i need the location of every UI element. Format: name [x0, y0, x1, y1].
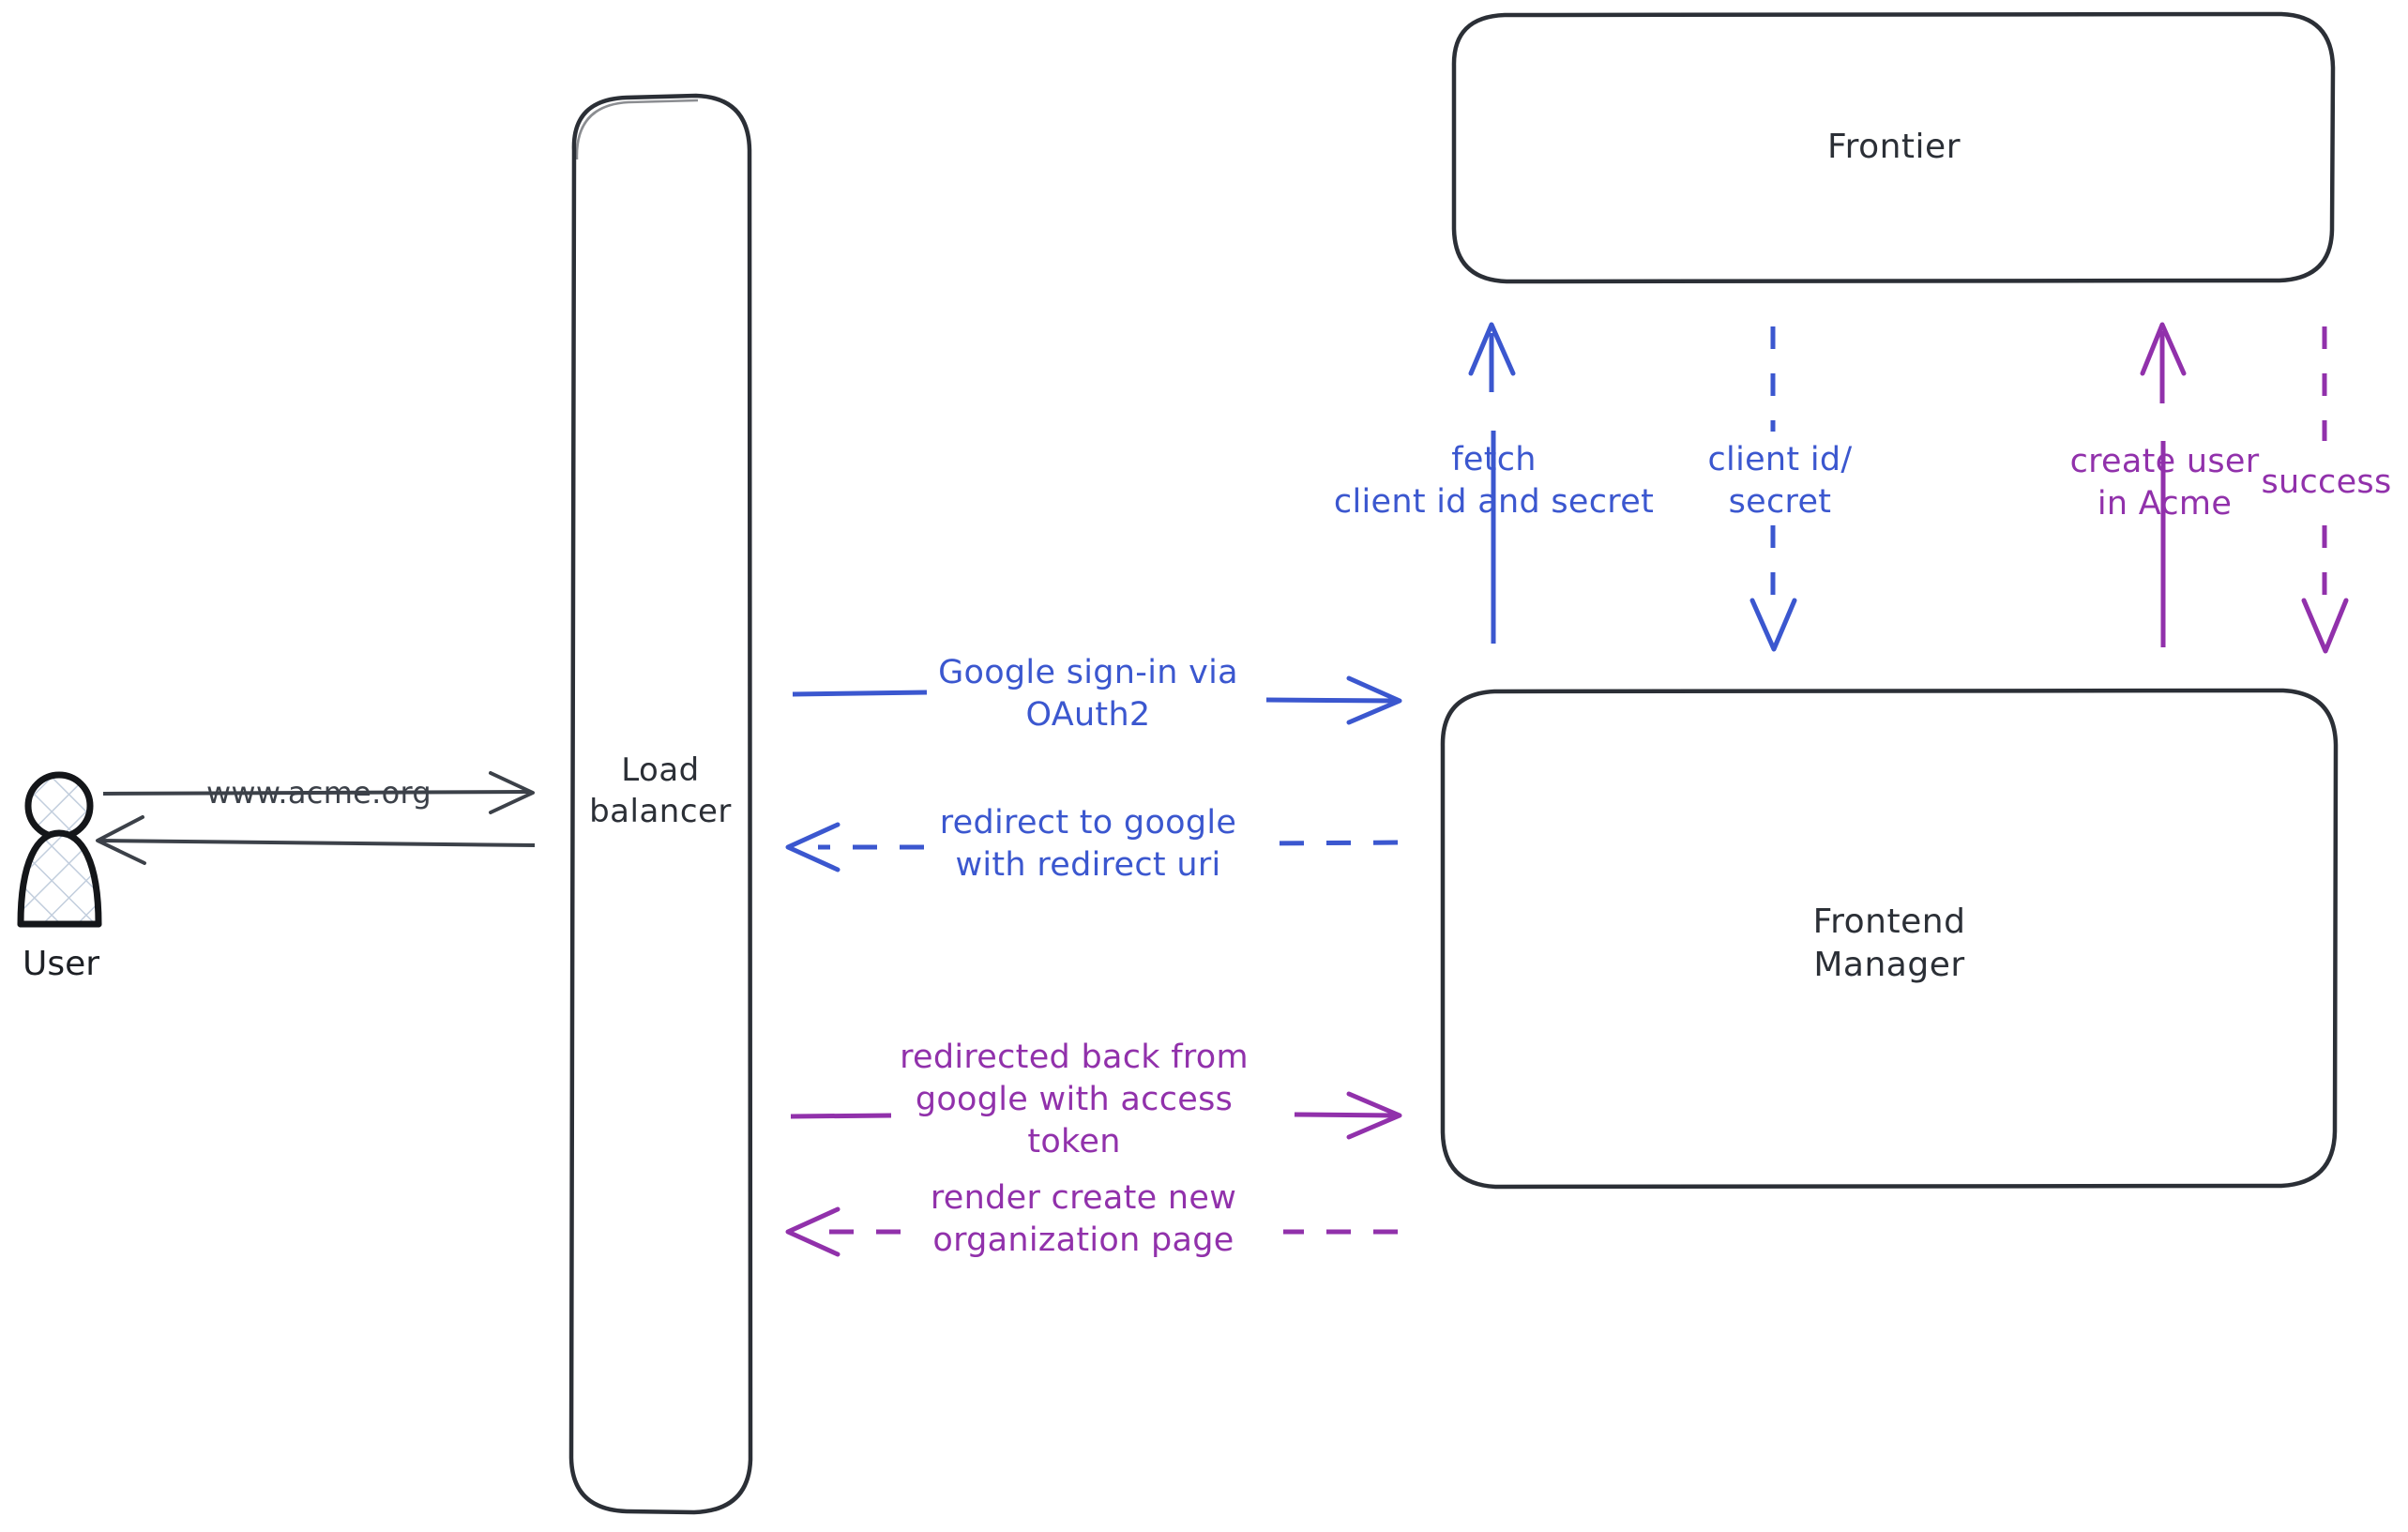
- edge-frontier-to-fm-success: [2301, 326, 2349, 654]
- user-person-icon: [17, 771, 102, 928]
- node-frontier[interactable]: [1451, 11, 2336, 284]
- node-frontend-manager[interactable]: [1440, 688, 2339, 1190]
- edge-fm-to-frontier-createuser: [2140, 322, 2187, 647]
- edge-frontier-to-fm-creds: [1749, 326, 1797, 652]
- edge-lb-to-fm-signin: [792, 675, 1402, 725]
- edge-fm-to-lb-render: [785, 1206, 1398, 1257]
- edge-user-to-lb: [102, 771, 535, 814]
- edge-fm-to-lb-redirect: [785, 822, 1399, 872]
- edge-lb-to-user: [96, 815, 536, 865]
- edge-fm-to-frontier-fetch: [1468, 322, 1516, 644]
- node-load-balancer[interactable]: [568, 93, 753, 1515]
- edge-lb-to-fm-token: [790, 1091, 1402, 1140]
